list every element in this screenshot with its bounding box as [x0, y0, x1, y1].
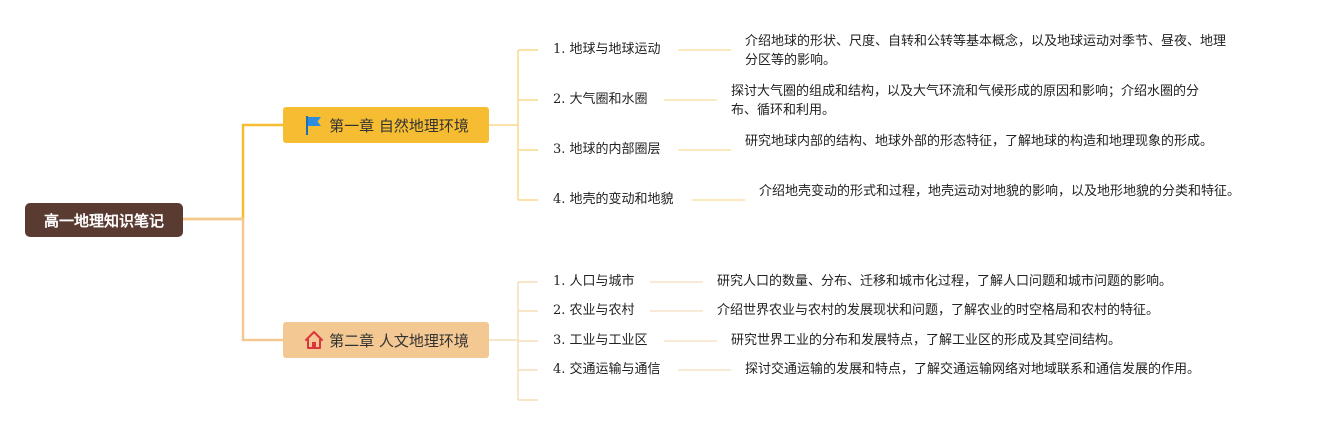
chapter-2-topic-4[interactable]: 4. 交通运输与通信 [553, 362, 661, 377]
chapter-2-topic-3[interactable]: 3. 工业与工业区 [553, 333, 648, 348]
root-to-chapter-1-link [183, 123, 283, 221]
root-node[interactable]: 高一地理知识笔记 [25, 203, 183, 237]
root-to-chapter-2-link [183, 217, 283, 342]
chapter-1-topic-1[interactable]: 1. 地球与地球运动 [553, 42, 661, 57]
chapter-1-spine [489, 50, 519, 200]
chapter-2-topic-2-description: 介绍世界农业与农村的发展现状和问题，了解农业的时空格局和农村的特征。 [717, 303, 1160, 318]
home-icon [303, 329, 325, 351]
chapter-2-spine [489, 282, 519, 400]
chapter-1-node[interactable]: 第一章 自然地理环境 [283, 107, 489, 143]
chapter-1-topic-3-description: 研究地球内部的结构、地球外部的形态特征，了解地球的构造和地理现象的形成。 [745, 134, 1214, 149]
chapter-2-topic-3-description: 研究世界工业的分布和发展特点，了解工业区的形成及其空间结构。 [731, 333, 1122, 348]
chapter-1-topic-4-description: 介绍地壳变动的形式和过程，地壳运动对地貌的影响，以及地形地貌的分类和特征。 [759, 184, 1241, 199]
chapter-1-topic-1-description: 介绍地球的形状、尺度、自转和公转等基本概念，以及地球运动对季节、昼夜、地理分区等… [745, 34, 1227, 68]
flag-icon [303, 114, 325, 136]
chapter-2-node[interactable]: 第二章 人文地理环境 [283, 322, 489, 358]
chapter-2-topic-4-description: 探讨交通运输的发展和特点，了解交通运输网络对地域联系和通信发展的作用。 [745, 362, 1201, 377]
chapter-2-topic-1[interactable]: 1. 人口与城市 [553, 274, 635, 289]
chapter-1-topic-4[interactable]: 4. 地壳的变动和地貌 [553, 192, 674, 207]
chapter-2-topic-2[interactable]: 2. 农业与农村 [553, 303, 635, 318]
chapter-2-label: 第二章 人文地理环境 [329, 331, 469, 350]
chapter-2-topic-1-description: 研究人口的数量、分布、迁移和城市化过程，了解人口问题和城市问题的影响。 [717, 274, 1173, 289]
chapter-1-topic-2[interactable]: 2. 大气圈和水圈 [553, 92, 648, 107]
root-label: 高一地理知识笔记 [43, 211, 164, 230]
chapter-1-topic-2-description: 探讨大气圈的组成和结构，以及大气环流和气候形成的原因和影响；介绍水圈的分布、循环… [731, 84, 1200, 118]
chapter-1-label: 第一章 自然地理环境 [329, 116, 469, 135]
chapter-1-topic-3[interactable]: 3. 地球的内部圈层 [553, 142, 661, 157]
